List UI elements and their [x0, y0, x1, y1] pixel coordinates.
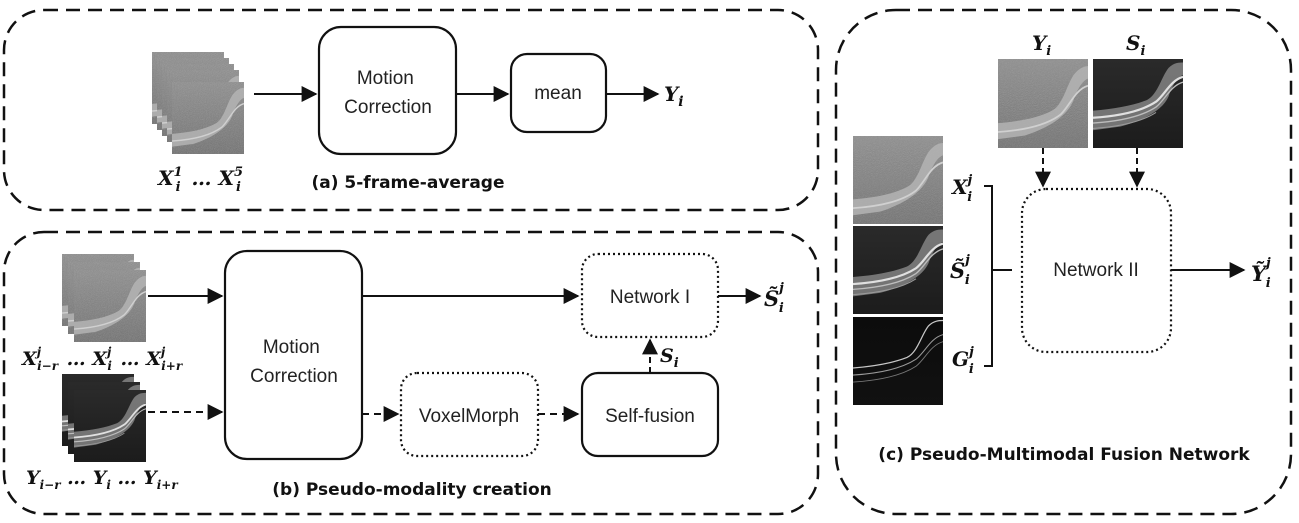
panel-b-selffusion-label: Self-fusion	[605, 406, 695, 427]
panel-c-y-image	[998, 59, 1088, 148]
panel-b-motion-correction-box	[223, 249, 364, 461]
panel-a-mc-line2: Correction	[344, 97, 432, 118]
panel-a-output-label: Yi	[664, 82, 684, 110]
panel-c-x-image	[853, 136, 943, 224]
panel-a-border	[2, 8, 820, 212]
panel-b-motion-correction-label: Motion Correction	[250, 337, 338, 387]
panel-c-border	[834, 8, 1293, 516]
panel-c-y-label: Yi	[1032, 31, 1051, 59]
panel-c-s-image	[1093, 59, 1183, 148]
panel-b-mc-line1: Motion	[263, 337, 320, 358]
panel-a-frame-stack	[152, 52, 244, 154]
panel-b-mc-line2: Correction	[250, 366, 338, 387]
panel-b-network1-box	[580, 252, 720, 339]
panel-b-caption: (b) Pseudo-modality creation	[272, 480, 551, 500]
panel-b-y-stack-label: Yi−r … Yi … Yi+r	[26, 467, 179, 492]
panel-a-mean-label: mean	[534, 83, 582, 104]
panel-c-stilde-image	[853, 226, 943, 314]
panel-a-motion-correction-label: Motion Correction	[344, 68, 432, 118]
panel-b-s-label: Si	[660, 345, 679, 371]
panel-b-x-stack	[62, 254, 146, 342]
panel-a-mc-line1: Motion	[357, 68, 414, 89]
panel-c-input-bracket	[984, 185, 1012, 367]
panel-a-caption: (a) 5-frame-average	[311, 173, 504, 193]
panel-c-caption: (c) Pseudo-Multimodal Fusion Network	[878, 445, 1250, 465]
panel-b-y-stack	[62, 374, 146, 462]
panel-c-s-label: Si	[1126, 31, 1145, 59]
panel-a-motion-correction-box	[317, 25, 458, 156]
panel-b-voxelmorph-label: VoxelMorph	[419, 406, 519, 427]
panel-b-network1-label: Network I	[610, 287, 690, 308]
panel-c-network2-label: Network II	[1053, 260, 1139, 281]
panel-b-border	[2, 230, 820, 516]
panel-c-g-image	[853, 317, 943, 405]
